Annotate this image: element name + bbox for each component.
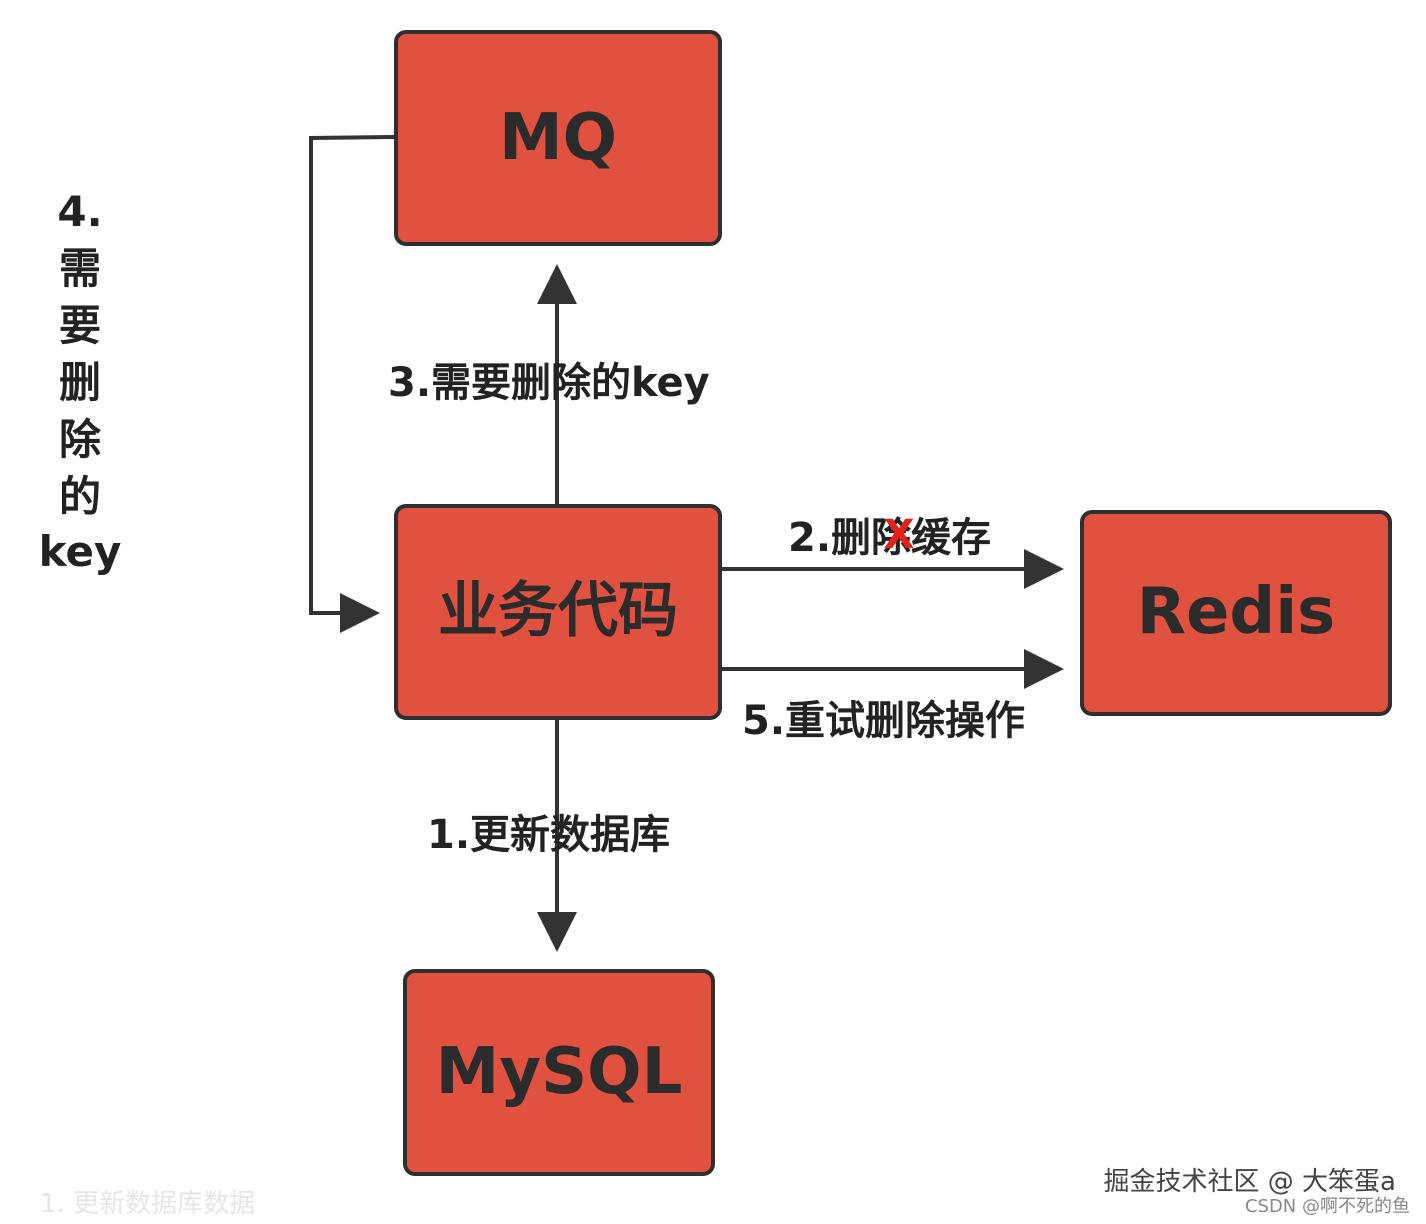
side-label-char: key — [39, 527, 122, 576]
edge-receive-key — [309, 135, 397, 633]
cross-icon: X — [884, 512, 915, 558]
side-label-char: 的 — [59, 472, 101, 521]
edge-label-delete-cache: 2.删除缓存 — [788, 515, 991, 561]
node-business-code-label: 业务代码 — [438, 576, 678, 646]
node-mysql: MySQL — [403, 969, 715, 1176]
side-label-char: 删 — [59, 358, 101, 407]
edge-label-receive-key: 4. 需 要 删 除 的 key — [39, 187, 122, 576]
watermark-sub: CSDN @啊不死的鱼 — [1245, 1196, 1410, 1217]
node-mysql-label: MySQL — [436, 1035, 683, 1109]
faded-background-text: 1. 更新数据库数据 — [40, 1189, 255, 1219]
node-redis-label: Redis — [1137, 575, 1336, 649]
side-label-char: 除 — [59, 415, 102, 464]
node-mq-label: MQ — [499, 101, 617, 175]
watermark-main: 掘金技术社区 @ 大笨蛋a — [1104, 1167, 1396, 1197]
side-label-char: 要 — [59, 301, 101, 350]
edge-label-retry-delete: 5.重试删除操作 — [742, 698, 1025, 744]
node-business-code: 业务代码 — [394, 504, 722, 720]
edge-label-update-db: 1.更新数据库 — [427, 812, 670, 858]
node-mq: MQ — [394, 30, 722, 246]
side-label-char: 4. — [57, 187, 102, 236]
node-redis: Redis — [1080, 510, 1392, 716]
edge-label-send-key: 3.需要删除的key — [388, 360, 710, 406]
side-label-char: 需 — [59, 244, 101, 293]
